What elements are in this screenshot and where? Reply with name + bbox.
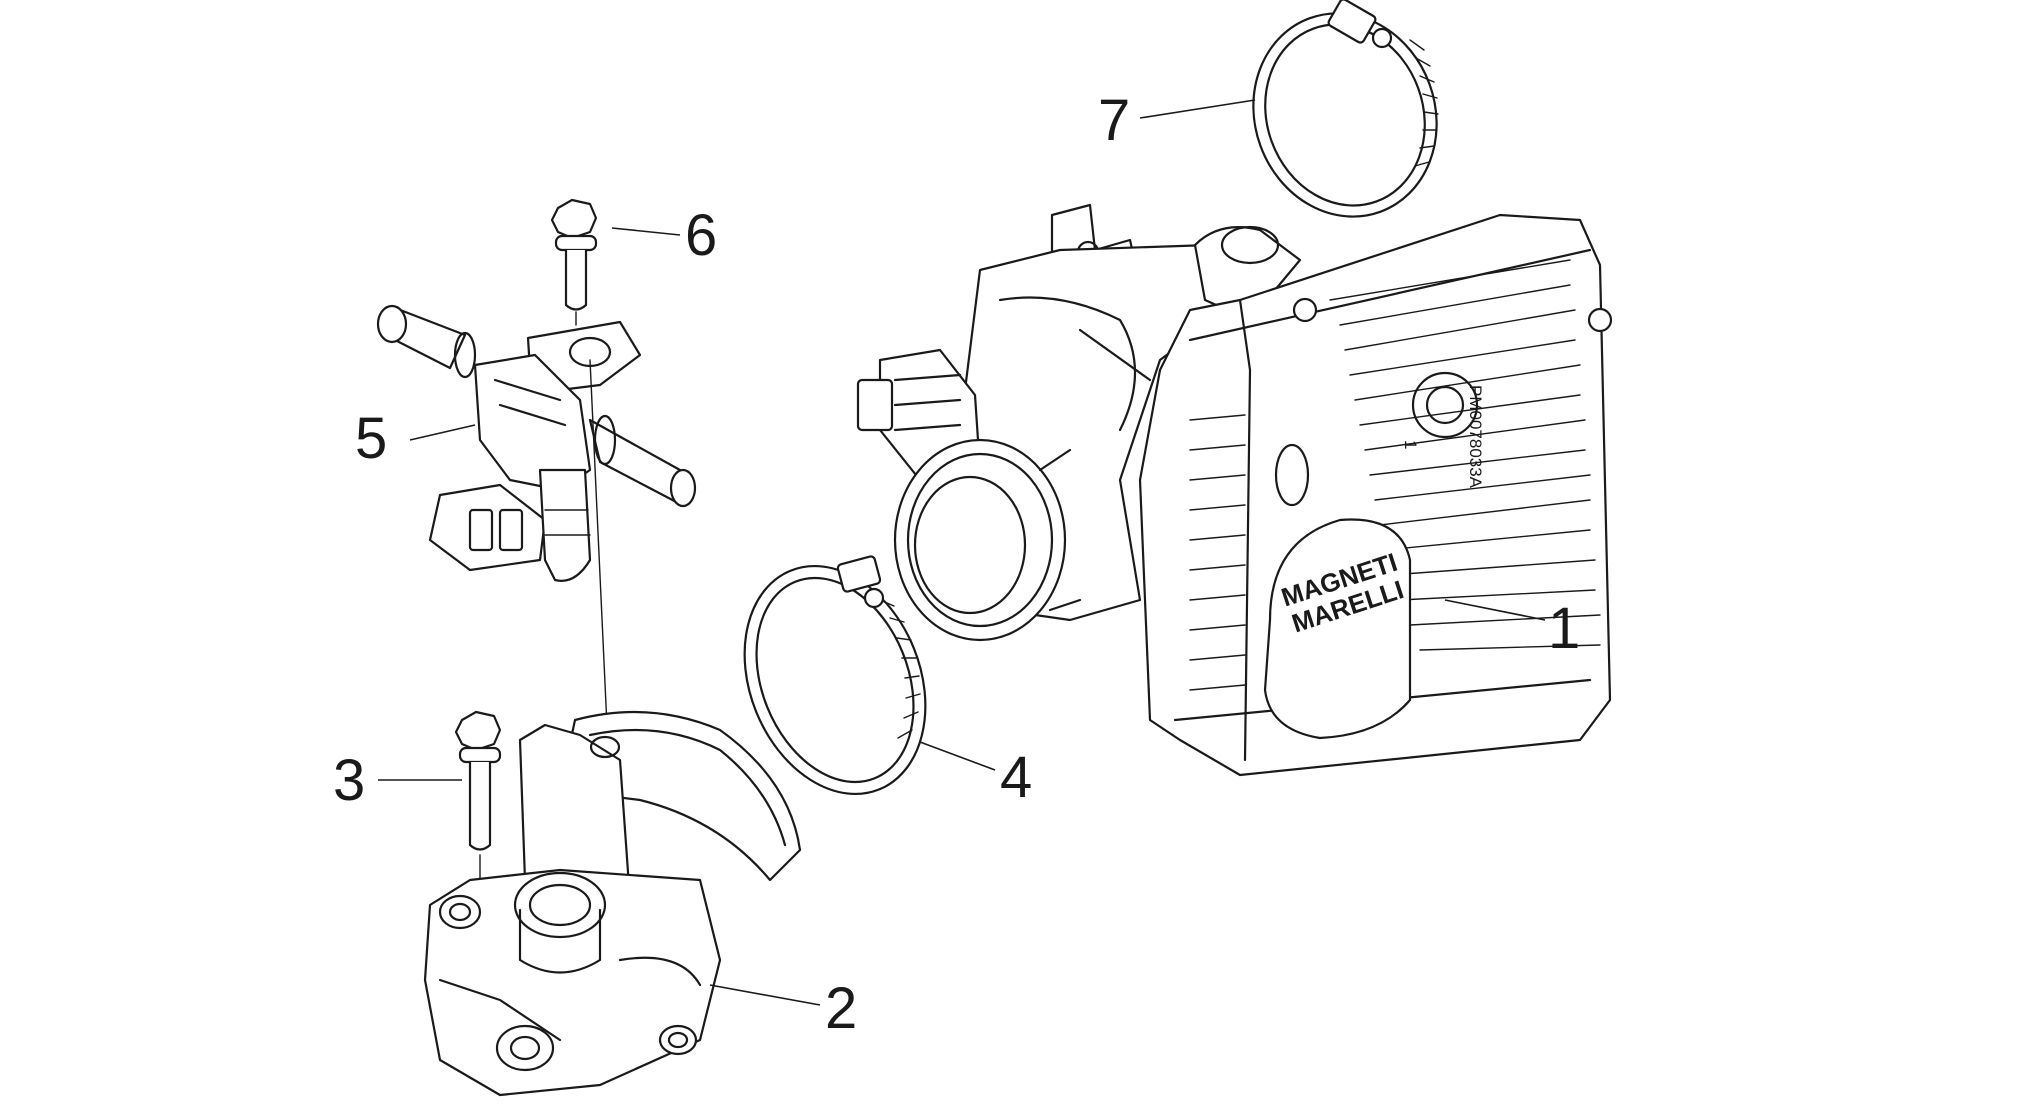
part-6-bolt: [550, 198, 598, 346]
callouts: 7 6 5 1 4 3 2: [333, 88, 1580, 1041]
callout-3: 3: [333, 748, 365, 813]
leader-1: [1444, 599, 1546, 621]
leader-5: [409, 424, 476, 441]
part-3-long-bolt: [454, 710, 502, 901]
leader-4: [919, 741, 996, 771]
leader-6: [611, 227, 681, 236]
leader-7: [1139, 99, 1256, 119]
part-7-upper-hose-clamp: [1252, 0, 1439, 218]
part-code-small: 1: [1401, 440, 1420, 449]
callout-1: 1: [1548, 596, 1580, 661]
leader-lines: [378, 99, 1546, 1006]
callout-5: 5: [355, 406, 387, 471]
part-code-label: PM0078033A: [1466, 385, 1485, 489]
callout-6: 6: [685, 203, 717, 268]
leader-2: [709, 984, 821, 1006]
callout-7: 7: [1098, 88, 1130, 153]
part-4-lower-hose-clamp: [743, 555, 927, 796]
part-5-fuel-injector: [376, 304, 697, 749]
callout-2: 2: [825, 976, 857, 1041]
part-2-intake-manifold: [423, 710, 802, 1097]
callout-4: 4: [1000, 745, 1032, 810]
part-1-throttle-body: PM0078033A 1 MAGNETI MARELLI: [856, 203, 1613, 777]
